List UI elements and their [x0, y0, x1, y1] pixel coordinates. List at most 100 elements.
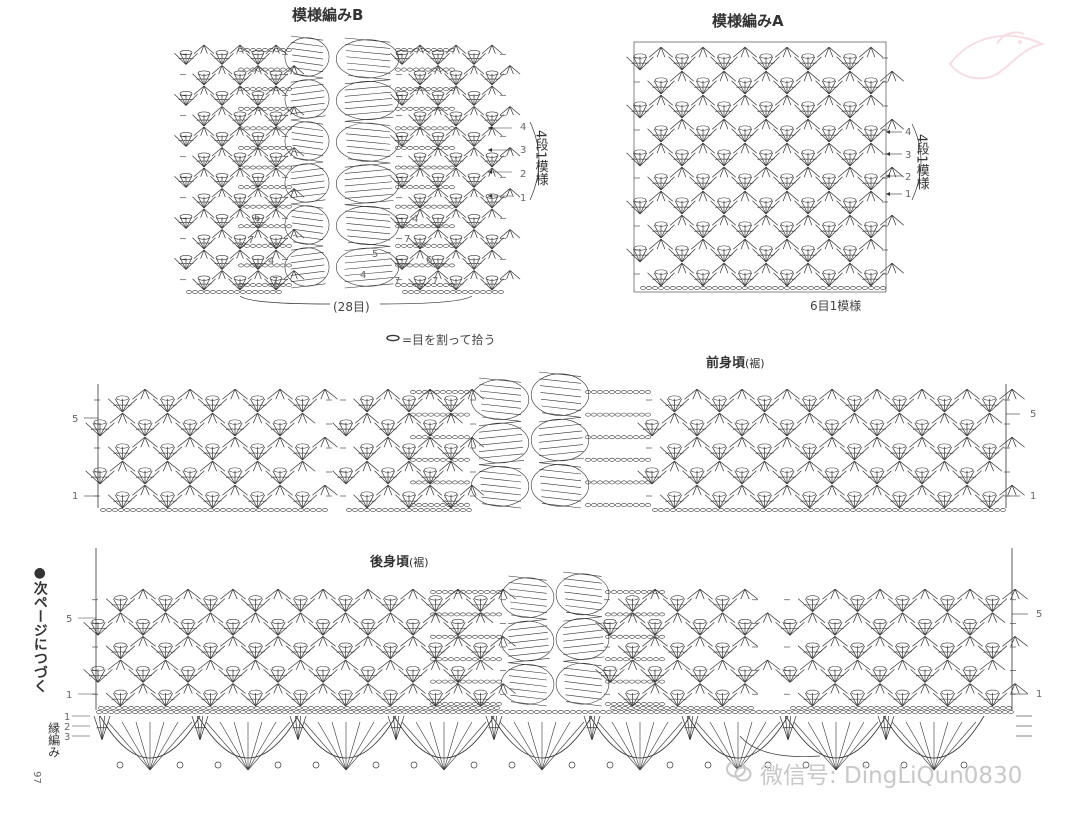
chart-stroke — [725, 254, 730, 256]
chart-stroke — [207, 201, 212, 203]
chart-stroke — [646, 476, 651, 478]
chart-stroke — [831, 388, 845, 400]
chart-stroke — [715, 206, 720, 208]
chart-stroke — [872, 278, 877, 280]
chart-stroke — [336, 651, 341, 653]
chart-stroke — [778, 230, 783, 232]
chart-stroke — [650, 683, 656, 694]
chart-stroke — [425, 437, 431, 448]
chart-stroke — [207, 160, 212, 162]
chart-stroke — [350, 604, 355, 606]
chart-stroke — [480, 612, 494, 623]
picot-stitch — [451, 619, 465, 625]
chart-stroke — [189, 675, 194, 677]
chain-stitch — [262, 87, 268, 92]
chart-stroke — [92, 675, 97, 677]
cable-outline — [335, 122, 399, 162]
chain-stitch — [609, 457, 615, 462]
chart-stroke — [236, 85, 241, 95]
chart-stroke — [939, 404, 943, 406]
chart-stroke — [765, 166, 778, 178]
chain-stitch — [262, 263, 268, 268]
chain-stitch — [449, 87, 455, 92]
chart-stroke — [196, 78, 201, 80]
chain-stitch — [952, 508, 958, 512]
chart-stroke — [273, 683, 279, 694]
chart-stroke — [344, 104, 393, 110]
chart-stroke — [195, 476, 200, 478]
chain-stitch — [422, 706, 428, 710]
picot-stitch — [183, 467, 197, 473]
chain-stitch — [262, 106, 268, 111]
chart-stroke — [491, 249, 503, 259]
chart-stroke — [207, 242, 212, 244]
picot-stitch — [759, 245, 773, 251]
chart-stroke — [400, 683, 414, 694]
chart-stroke — [439, 221, 443, 224]
chart-stroke — [800, 404, 805, 406]
chart-stroke — [968, 476, 973, 478]
chart-stroke — [115, 698, 119, 700]
chart-stroke — [449, 404, 453, 406]
chart-stroke — [347, 651, 351, 653]
chart-stroke — [439, 180, 443, 183]
chart-stroke — [441, 139, 446, 142]
chain-stitch — [609, 435, 615, 440]
chart-stroke — [412, 683, 418, 694]
chart-stroke — [704, 278, 709, 280]
chart-stroke — [430, 604, 434, 606]
chart-stroke — [223, 180, 227, 183]
chain-stitch — [250, 87, 256, 92]
picot-stitch — [159, 642, 172, 648]
chain-stitch — [428, 457, 434, 462]
chart-stroke — [719, 119, 725, 130]
picot-stitch — [485, 70, 499, 76]
chart-stroke — [412, 119, 417, 121]
chart-stroke — [463, 147, 475, 157]
chain-stitch — [615, 390, 621, 394]
chain-stitch — [419, 185, 425, 189]
chart-stroke — [90, 428, 95, 430]
chart-stroke — [732, 476, 737, 478]
chart-stroke — [724, 404, 729, 406]
chain-stitch — [464, 412, 470, 417]
chain-stitch — [742, 706, 748, 710]
chart-stroke — [367, 683, 373, 694]
chain-stitch — [474, 290, 480, 294]
chain-stitch — [639, 480, 645, 485]
picot-stitch — [114, 689, 127, 695]
chart-stroke — [469, 139, 473, 142]
chain-stitch — [958, 508, 964, 512]
chart-stroke — [293, 188, 298, 198]
chart-stroke — [141, 627, 145, 630]
chain-stitch — [272, 706, 278, 710]
chain-stitch — [268, 224, 274, 229]
chart-stroke — [132, 484, 146, 496]
chain-stitch — [639, 503, 645, 507]
chart-stroke — [775, 190, 788, 202]
chart-stroke — [746, 230, 751, 232]
chart-stroke — [92, 627, 97, 630]
chart-stroke — [165, 659, 171, 671]
chart-stroke — [430, 262, 435, 265]
chart-stroke — [870, 191, 876, 202]
chart-stroke — [167, 413, 173, 424]
chart-stroke — [539, 469, 582, 475]
chart-stroke — [214, 500, 218, 502]
chart-stroke — [225, 262, 230, 265]
chart-stroke — [778, 134, 783, 136]
chain-stitch — [760, 508, 766, 512]
chart-stroke — [367, 636, 373, 647]
chart-stroke — [962, 485, 968, 496]
chart-stroke — [755, 452, 760, 454]
chain-stitch — [112, 508, 118, 512]
chart-stroke — [365, 452, 369, 454]
chart-stroke — [912, 476, 917, 478]
chart-stroke — [867, 428, 872, 430]
chart-stroke — [452, 249, 457, 259]
chart-stroke — [300, 404, 305, 406]
chart-stroke — [445, 249, 457, 259]
chart-stroke — [471, 389, 477, 400]
chain-stitch — [748, 706, 754, 710]
chart-stroke — [203, 44, 215, 54]
